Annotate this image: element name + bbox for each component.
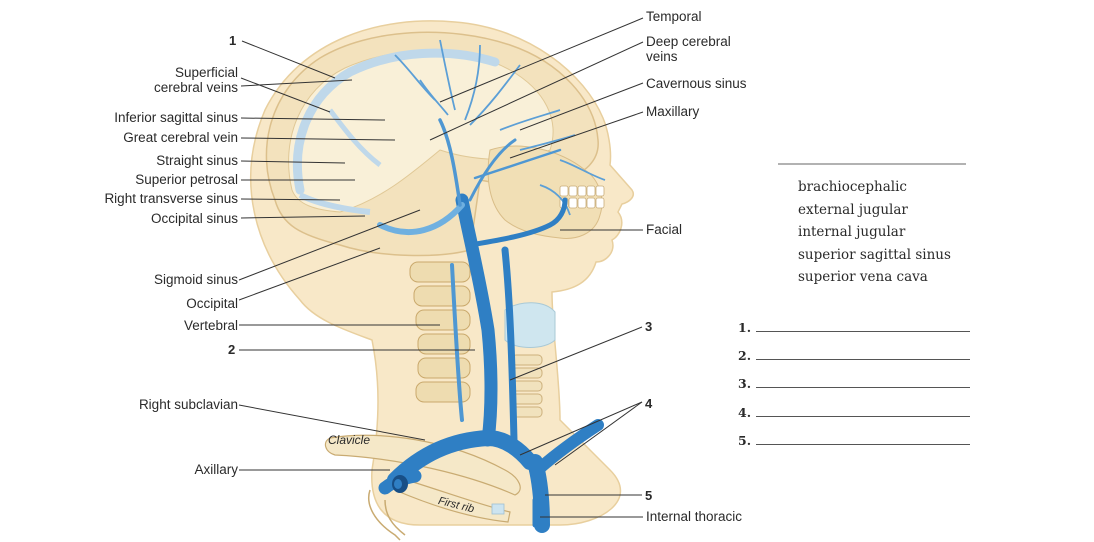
label-right-transverse-sinus: Right transverse sinus bbox=[104, 191, 238, 206]
answer-number-3: 3. bbox=[738, 376, 752, 391]
first-rib-bone bbox=[394, 477, 511, 523]
answer-blank-4[interactable] bbox=[756, 416, 970, 417]
label-internal-thoracic: Internal thoracic bbox=[646, 509, 743, 524]
label-sigmoid-sinus: Sigmoid sinus bbox=[153, 272, 238, 287]
answer-blank-1[interactable] bbox=[756, 331, 970, 332]
label-vertebral: Vertebral bbox=[183, 318, 238, 333]
vertebral-column bbox=[409, 261, 471, 403]
label-occipital: Occipital bbox=[186, 296, 238, 311]
label-facial: Facial bbox=[646, 222, 683, 237]
label-right-subclavian: Right subclavian bbox=[138, 397, 238, 412]
veins bbox=[377, 118, 604, 533]
label-occipital-sinus: Occipital sinus bbox=[150, 211, 238, 226]
label-inferior-sagittal-sinus: Inferior sagittal sinus bbox=[114, 110, 238, 125]
answer-number-5: 5. bbox=[738, 433, 752, 448]
label-temporal: Temporal bbox=[646, 9, 702, 24]
answer-number-4: 4. bbox=[738, 405, 752, 420]
label-superior-petrosal: Superior petrosal bbox=[135, 172, 238, 187]
word-bank-item: external jugular bbox=[798, 201, 908, 218]
label-1: 1 bbox=[229, 33, 237, 48]
label-cavernous-sinus: Cavernous sinus bbox=[646, 76, 747, 91]
answer-number-2: 2. bbox=[738, 348, 752, 363]
label-superficial-cerebral-veins: Superficial cerebral veins bbox=[153, 65, 238, 95]
word-bank-item: superior vena cava bbox=[798, 269, 928, 285]
label-5: 5 bbox=[645, 488, 653, 503]
leader-lines bbox=[238, 17, 644, 518]
answer-blank-3[interactable] bbox=[756, 387, 970, 388]
answer-number-1: 1. bbox=[738, 320, 752, 335]
label-maxillary: Maxillary bbox=[646, 104, 700, 119]
label-2: 2 bbox=[228, 342, 236, 357]
word-bank-item: internal jugular bbox=[798, 224, 906, 240]
label-clavicle: Clavicle bbox=[328, 433, 371, 447]
word-bank-item: superior sagittal sinus bbox=[798, 246, 951, 263]
label-straight-sinus: Straight sinus bbox=[156, 153, 238, 168]
label-4: 4 bbox=[645, 396, 653, 411]
label-deep-cerebral-veins: Deep cerebral veins bbox=[646, 34, 731, 64]
word-bank: brachiocephalic external jugular interna… bbox=[798, 176, 951, 289]
label-great-cerebral-vein: Great cerebral vein bbox=[123, 130, 238, 145]
answer-blank-2[interactable] bbox=[756, 359, 970, 360]
teeth bbox=[559, 185, 605, 209]
label-axillary: Axillary bbox=[194, 462, 238, 477]
word-bank-item: brachiocephalic bbox=[798, 179, 907, 195]
answer-blank-5[interactable] bbox=[756, 444, 970, 445]
label-3: 3 bbox=[645, 319, 653, 334]
